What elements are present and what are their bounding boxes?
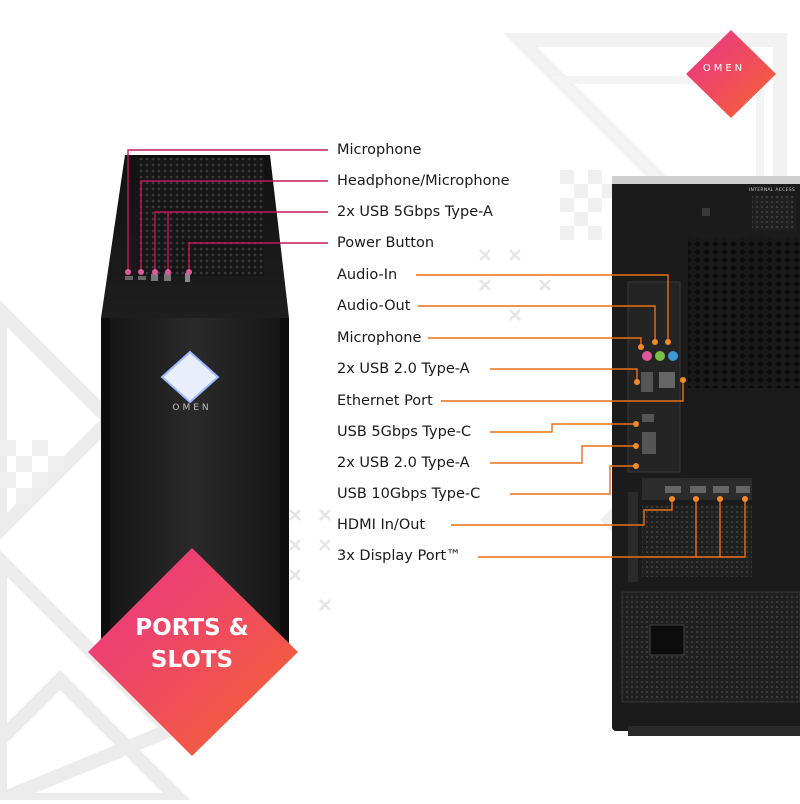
ports-slots-badge-shape (88, 548, 298, 756)
background-checker (0, 170, 616, 504)
front-power-button (185, 273, 190, 282)
rear-hdmi-port (665, 486, 681, 493)
label-audio-out: Audio-Out (337, 298, 411, 314)
label-front-headphone: Headphone/Microphone (337, 173, 510, 189)
badge-line-2: SLOTS (150, 647, 234, 673)
front-mic-port (125, 276, 133, 280)
omen-logo-badge (686, 30, 776, 118)
label-front-microphone: Microphone (337, 142, 422, 158)
label-display-port: 3x Display Port™ (337, 548, 461, 564)
label-ethernet-port: Ethernet Port (337, 393, 433, 409)
label-rear-microphone: Microphone (337, 330, 422, 346)
badge-line-1: PORTS & (135, 615, 249, 641)
rear-audio-out-jack (655, 351, 665, 361)
background-cross-marks (289, 249, 551, 611)
front-leader-dots (125, 269, 192, 275)
rear-tower (612, 176, 800, 736)
label-usb-10gbps-type-c: USB 10Gbps Type-C (337, 486, 481, 502)
front-usb-port-2 (164, 274, 171, 281)
rear-usb2-ports (641, 372, 653, 392)
label-audio-in: Audio-In (337, 267, 398, 283)
label-hdmi: HDMI In/Out (337, 517, 426, 533)
omen-logo-text: OMEN (702, 63, 746, 74)
rear-mic-jack (642, 351, 652, 361)
front-leader-lines (127, 149, 328, 271)
omen-diamond-light (160, 350, 220, 404)
front-headphone-port (138, 276, 146, 280)
label-usb2-type-a-lower: 2x USB 2.0 Type-A (337, 455, 470, 471)
rear-displayport-3 (736, 486, 750, 493)
front-tower (101, 155, 289, 660)
rear-leader-dots (633, 339, 748, 502)
label-front-usb-a: 2x USB 5Gbps Type-A (337, 204, 493, 220)
rear-leader-lines (416, 274, 746, 558)
rear-displayport-2 (713, 486, 729, 493)
label-usb-5gbps-type-c: USB 5Gbps Type-C (337, 424, 472, 440)
tower-brand-text: OMEN (172, 403, 212, 413)
rear-ethernet-port (659, 372, 675, 388)
label-power-button: Power Button (337, 235, 435, 251)
rear-internal-access-tag: INTERNAL ACCESS (748, 188, 796, 193)
ports-slots-badge: PORTS & SLOTS (84, 612, 300, 676)
rear-audio-in-jack (668, 351, 678, 361)
label-usb2-type-a: 2x USB 2.0 Type-A (337, 361, 470, 377)
psu-power-socket (649, 624, 685, 656)
front-usb-port-1 (151, 274, 158, 281)
rear-displayport-1 (690, 486, 706, 493)
